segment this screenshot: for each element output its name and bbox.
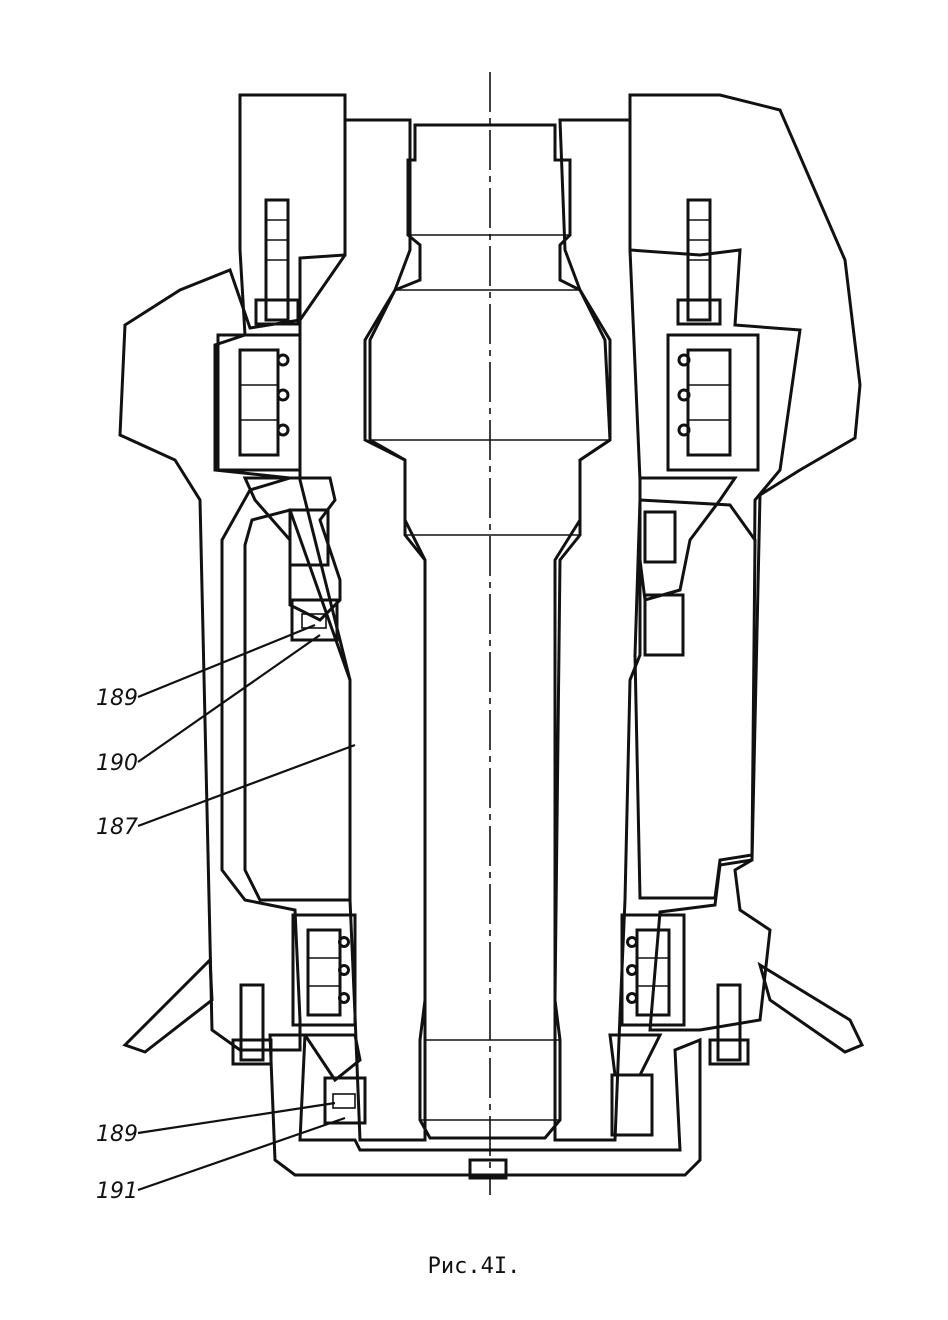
- leader-189-top: [137, 623, 316, 699]
- bolt-upper-right: [676, 198, 722, 326]
- cavity-left: [243, 508, 352, 902]
- leader-190: [137, 634, 321, 763]
- leader-187: [137, 743, 356, 828]
- label-189-top: 189: [96, 686, 138, 711]
- housing-right-wall: [628, 93, 862, 1032]
- housing-left-flange: [122, 956, 214, 1054]
- outer-housing: [118, 93, 865, 1054]
- leader-lines: [137, 623, 356, 1192]
- upper-right-collar: [638, 476, 738, 657]
- bolt-lower-right: [708, 983, 750, 1066]
- label-189-bottom: 189: [96, 1122, 138, 1147]
- upper-right-bearing: [666, 333, 760, 472]
- housing-right-flange: [757, 961, 865, 1054]
- lower-left-collar: [302, 1033, 367, 1125]
- figure-caption: Рис.4I.: [428, 1254, 521, 1279]
- bolt-upper-left: [254, 198, 300, 326]
- label-191: 191: [96, 1179, 138, 1204]
- label-187: 187: [96, 815, 138, 840]
- lower-right-collar: [608, 1033, 663, 1137]
- cavity-right: [633, 498, 757, 900]
- lower-right-bearing: [620, 913, 686, 1027]
- drain-plug: [468, 1158, 508, 1180]
- upper-left-collar: [242, 476, 342, 622]
- label-190: 190: [96, 751, 138, 776]
- sleeve-187: [298, 118, 642, 1142]
- leader-191: [137, 1116, 346, 1192]
- sleeve-right-wall: [553, 118, 642, 1142]
- bottom-cover: [268, 1033, 702, 1180]
- leader-189-bottom: [137, 1101, 336, 1135]
- shaft: [368, 123, 612, 1140]
- lower-left-bearing: [291, 913, 357, 1027]
- shaft-outline: [368, 123, 612, 1140]
- upper-left-bearing: [216, 333, 302, 472]
- bolt-lower-left: [231, 983, 273, 1066]
